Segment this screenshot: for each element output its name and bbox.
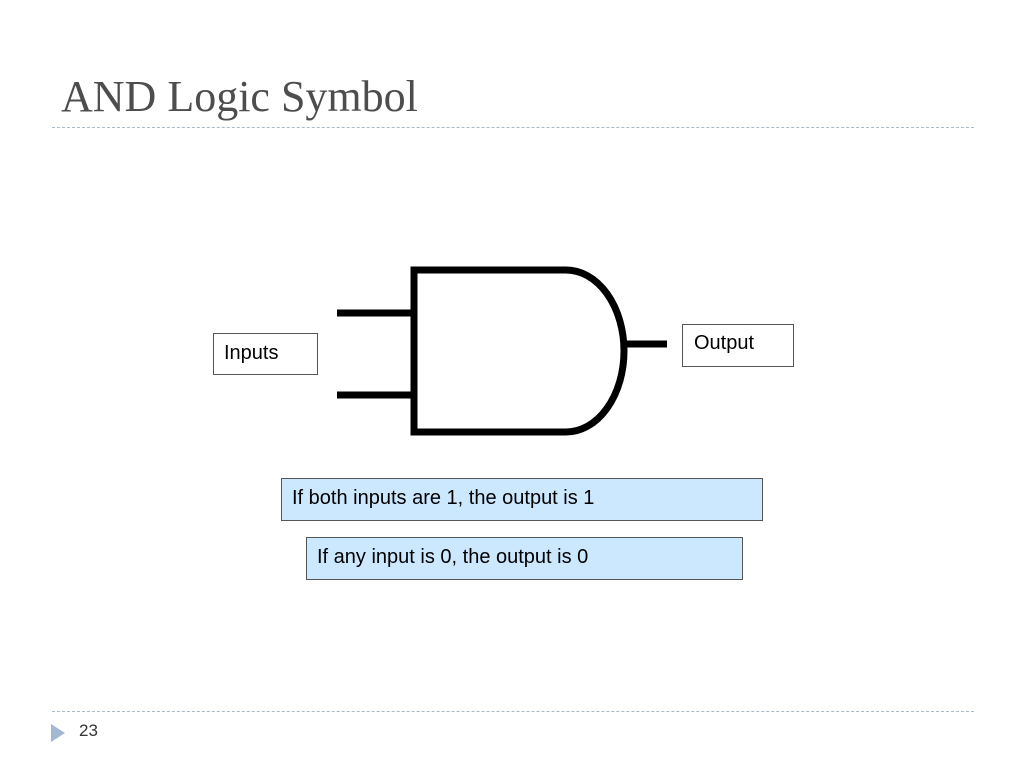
and-gate-body	[410, 266, 628, 436]
title-divider	[52, 127, 974, 128]
triangle-bullet-icon	[51, 724, 65, 742]
slide-title: AND Logic Symbol	[61, 72, 418, 121]
inputs-label: Inputs	[213, 333, 318, 375]
footer-divider	[52, 711, 974, 712]
rule-any-zero: If any input is 0, the output is 0	[306, 537, 743, 580]
slide-number: 23	[79, 721, 98, 740]
output-label: Output	[682, 324, 794, 367]
rule-both-ones: If both inputs are 1, the output is 1	[281, 478, 763, 521]
